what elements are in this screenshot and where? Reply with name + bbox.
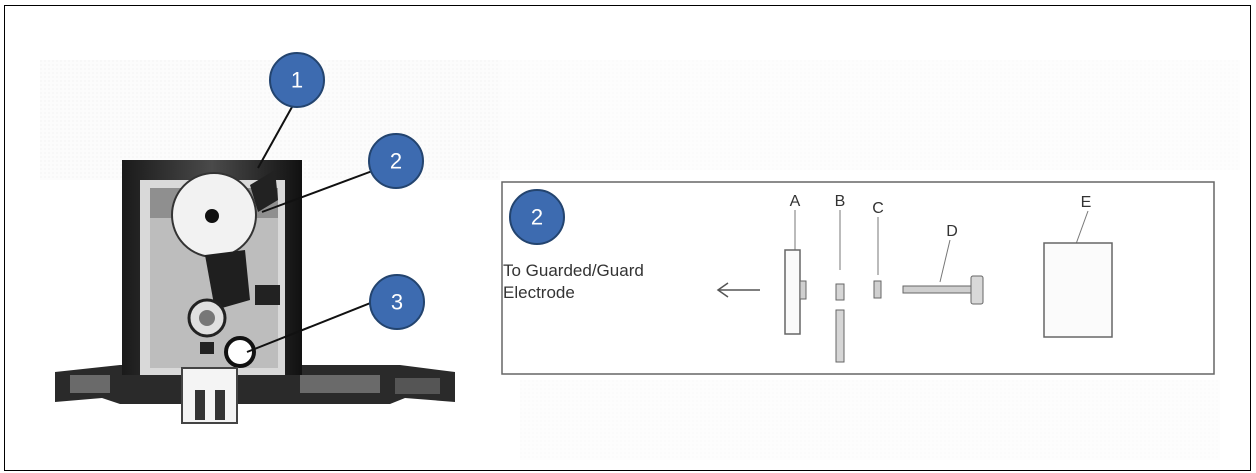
- part-c-label: C: [872, 200, 884, 217]
- leader-line-1: [257, 97, 298, 169]
- part-a-label: A: [790, 193, 801, 210]
- part-d-label: D: [946, 223, 958, 240]
- callout-1: 1: [269, 52, 325, 108]
- part-c: [873, 280, 882, 299]
- callout-2-detail-label: 2: [531, 205, 543, 230]
- electrode-holder-photo: [55, 160, 455, 424]
- caption-line-2: Electrode: [503, 283, 575, 302]
- leader-lines: [246, 97, 379, 353]
- callout-3-label: 3: [391, 290, 403, 315]
- callout-2-detail: 2: [509, 189, 565, 245]
- callout-2-label: 2: [390, 149, 402, 174]
- part-d-screw: [902, 275, 984, 305]
- callout-3: 3: [369, 274, 425, 330]
- arrow-left-icon: [716, 282, 760, 298]
- part-b-label: B: [835, 193, 846, 210]
- parts-diagram: 2 To Guarded/Guard Electrode A B C D: [501, 181, 1215, 375]
- part-a: [784, 249, 807, 335]
- callout-1-label: 1: [291, 68, 303, 93]
- part-b: [835, 283, 845, 363]
- callout-2: 2: [368, 133, 424, 189]
- part-e-plate: [1043, 242, 1113, 338]
- leader-line-2: [261, 169, 376, 213]
- part-e-label: E: [1081, 194, 1092, 211]
- leader-line-3: [246, 299, 379, 353]
- parts-diagram-box: [501, 181, 1215, 375]
- caption-line-1: To Guarded/Guard: [503, 261, 644, 280]
